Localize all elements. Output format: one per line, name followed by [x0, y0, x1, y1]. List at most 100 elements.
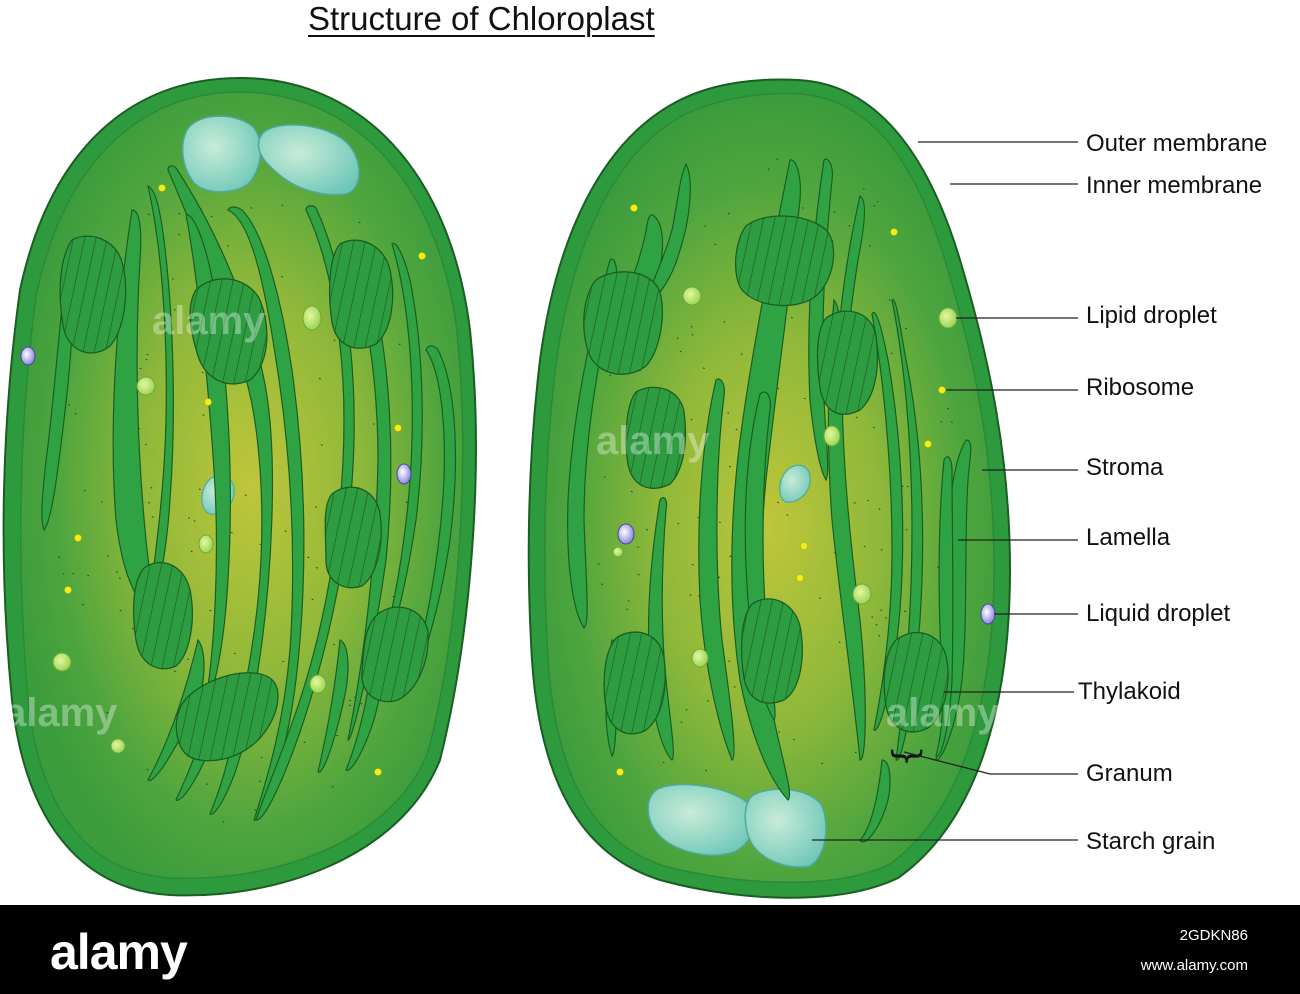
stroma-speck: [87, 574, 90, 577]
stroma-speck: [854, 751, 857, 754]
stroma-speck: [802, 207, 804, 209]
stroma-speck: [718, 521, 721, 524]
stroma-speck: [358, 221, 361, 224]
stroma-speck: [405, 501, 408, 503]
stroma-speck: [171, 278, 174, 280]
left-lipid-droplet: [136, 376, 156, 396]
stroma-speck: [707, 700, 709, 702]
stroma-speck: [74, 412, 77, 415]
stroma-speck: [876, 200, 879, 203]
stroma-speck: [146, 768, 149, 771]
stroma-speck: [311, 598, 314, 601]
stroma-speck: [718, 576, 721, 578]
stroma-speck: [222, 821, 225, 823]
right-granum: [583, 271, 663, 375]
right-ribosome: [938, 386, 946, 394]
stroma-speck: [173, 309, 176, 311]
stroma-speck: [233, 652, 236, 655]
stroma-speck: [645, 528, 648, 531]
stroma-speck: [778, 731, 781, 733]
right-liquid-droplet: [980, 603, 996, 625]
stroma-speck: [146, 353, 149, 356]
stroma-speck: [333, 339, 336, 341]
stroma-speck: [872, 426, 875, 429]
label-lamella: Lamella: [1086, 524, 1171, 551]
left-lipid-droplet: [110, 738, 126, 754]
stroma-speck: [875, 624, 878, 626]
stroma-speck: [187, 658, 189, 660]
stroma-speck: [116, 571, 118, 573]
stroma-speck: [209, 609, 212, 612]
stroma-speck: [147, 213, 150, 216]
left-granum: [175, 672, 279, 762]
right-ribosome: [890, 228, 898, 236]
stroma-speck: [878, 635, 881, 637]
right-chloroplast: {: [527, 78, 1012, 899]
stroma-speck: [106, 555, 109, 557]
stroma-speck: [131, 627, 134, 630]
right-granum: [625, 386, 687, 489]
right-lipid-droplet: [852, 583, 872, 605]
left-lipid-droplet: [309, 674, 327, 694]
stroma-speck: [67, 404, 70, 406]
stroma-speck: [729, 555, 732, 558]
stroma-speck: [680, 721, 683, 723]
stroma-speck: [254, 809, 257, 811]
stroma-speck: [878, 508, 881, 510]
stroma-speck: [147, 502, 150, 504]
stroma-speck: [360, 702, 363, 705]
stroma-speck: [336, 734, 339, 737]
stroma-speck: [862, 188, 865, 190]
label-lipid-droplet: Lipid droplet: [1086, 302, 1217, 329]
stroma-speck: [637, 573, 640, 576]
diagram-title: Structure of Chloroplast: [308, 0, 655, 37]
stroma-speck: [230, 532, 233, 534]
stroma-speck: [349, 699, 352, 702]
right-lipid-droplet: [612, 546, 624, 558]
stroma-speck: [880, 609, 883, 611]
left-granum: [189, 278, 268, 385]
right-granum: [816, 310, 879, 415]
left-lipid-droplet: [302, 305, 322, 331]
left-granum: [132, 561, 193, 670]
right-ribosome: [796, 574, 804, 582]
stroma-speck: [178, 233, 180, 236]
left-lamella: [147, 638, 205, 781]
watermark-text: alamy: [152, 299, 266, 343]
stroma-speck: [940, 421, 943, 423]
right-lipid-droplet: [682, 286, 702, 306]
right-starch-grain: [647, 783, 755, 856]
label-liquid-droplet: Liquid droplet: [1086, 600, 1231, 627]
stroma-speck: [601, 583, 603, 585]
stroma-speck: [880, 549, 883, 551]
stroma-speck: [372, 423, 375, 425]
stroma-speck: [227, 245, 230, 247]
label-stroma: Stroma: [1086, 454, 1164, 481]
stroma-speck: [151, 516, 154, 518]
stroma-speck: [777, 387, 780, 390]
stroma-speck: [705, 769, 708, 772]
stroma-speck: [873, 205, 876, 207]
stroma-speck: [100, 501, 103, 503]
stroma-speck: [626, 608, 628, 611]
stroma-speck: [198, 488, 201, 491]
stroma-speck: [803, 397, 806, 400]
left-granum: [324, 486, 382, 589]
watermark-text: alamy: [596, 419, 710, 463]
stroma-speck: [202, 414, 205, 416]
right-granum: [734, 215, 835, 307]
left-ribosome: [64, 586, 72, 594]
left-ribosome: [374, 768, 382, 776]
left-starch-grain: [257, 124, 360, 196]
watermark-text: alamy: [886, 691, 1000, 735]
stroma-speck: [282, 660, 285, 663]
stroma-speck: [150, 487, 153, 489]
stroma-speck: [691, 334, 694, 336]
stroma-speck: [885, 617, 888, 619]
stroma-speck: [178, 213, 181, 215]
right-lamella: [871, 311, 904, 731]
stroma-speck: [320, 444, 323, 446]
stroma-speck: [679, 350, 682, 353]
stroma-speck: [689, 594, 692, 596]
stroma-speck: [863, 545, 866, 548]
